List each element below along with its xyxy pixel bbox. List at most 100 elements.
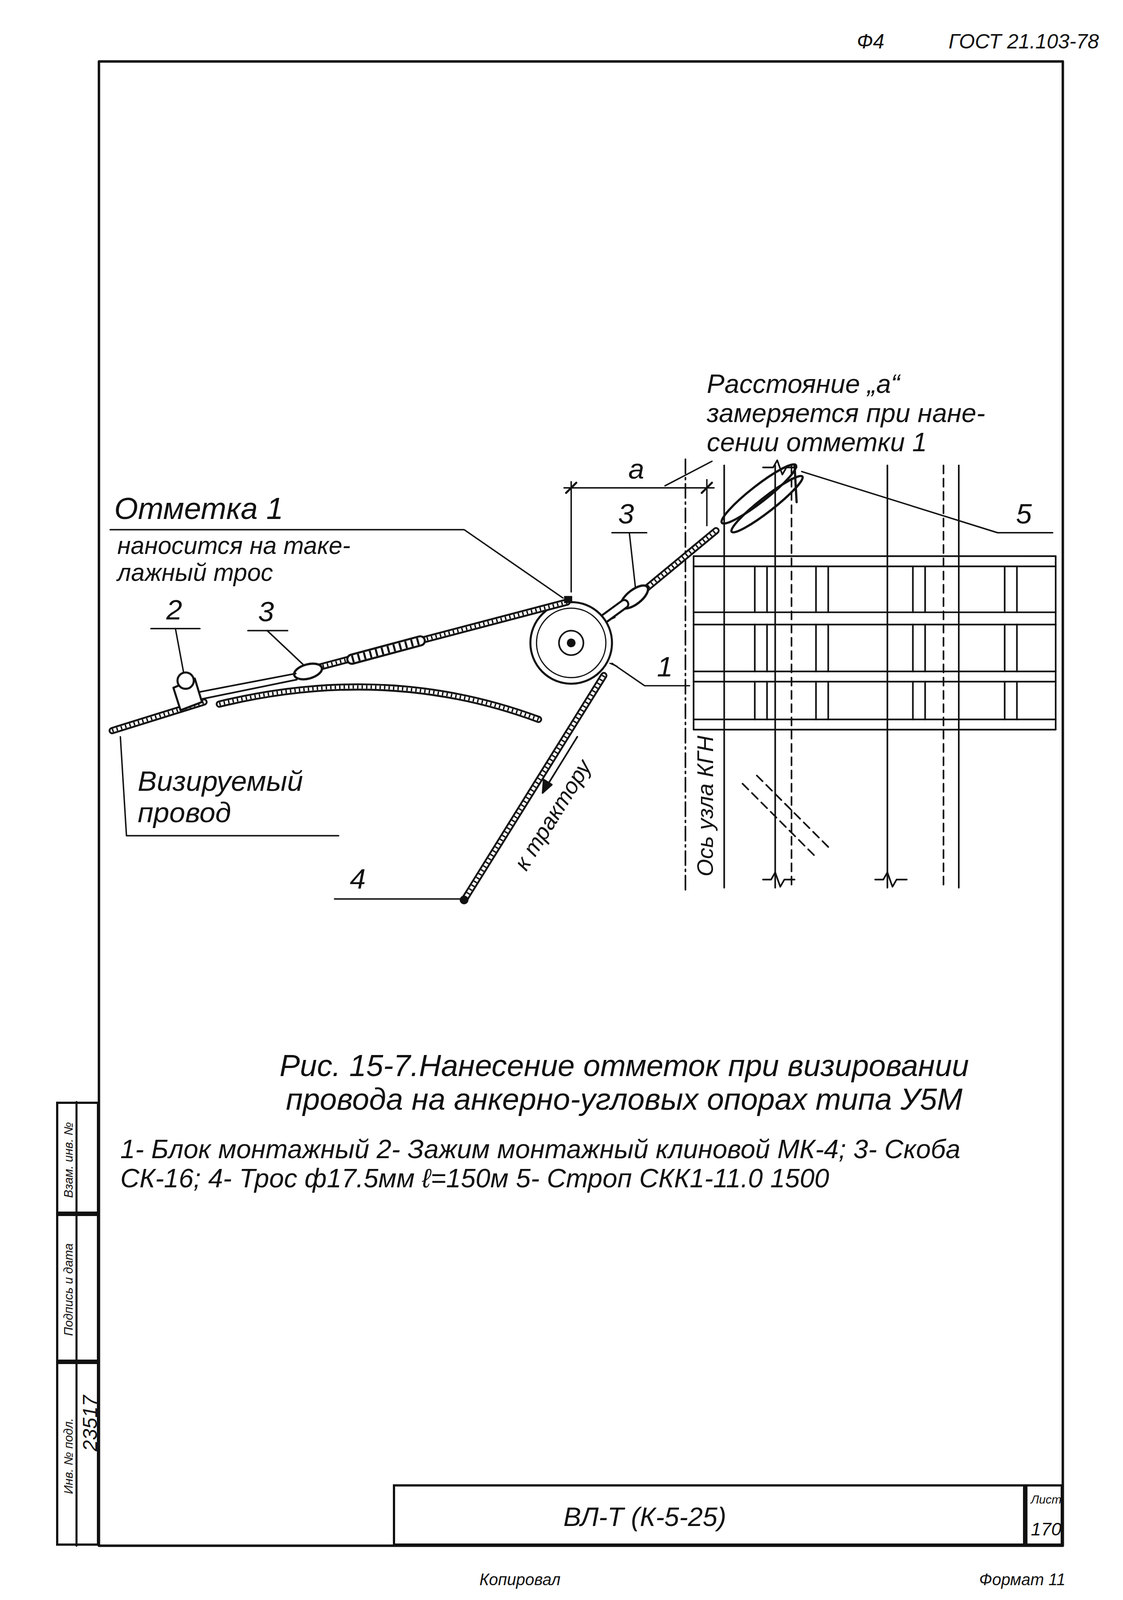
conductor-slack-hatch xyxy=(219,686,539,719)
callout-number: 2 xyxy=(166,593,183,626)
crossarm-band xyxy=(693,680,1056,683)
callout-number: 4 xyxy=(349,862,366,895)
rope-outline xyxy=(464,675,605,900)
rope-hatch xyxy=(464,675,605,900)
sheet-frame xyxy=(99,61,1063,1546)
tower-member xyxy=(886,465,889,888)
leader-lines xyxy=(110,461,1053,899)
rope-core xyxy=(464,675,605,900)
upper-rope xyxy=(644,530,716,590)
crossarm-edge xyxy=(692,556,695,730)
crossarm-band xyxy=(693,611,1056,614)
arrow-head xyxy=(542,779,552,793)
leader-line xyxy=(334,898,465,900)
block-axle xyxy=(567,639,575,647)
node-axis xyxy=(684,459,687,890)
callout-number: 3 xyxy=(257,595,274,627)
callout-number: 3 xyxy=(618,497,634,530)
axis-label: Ось узла КГН xyxy=(693,733,719,879)
footer-text: Копировал xyxy=(479,1570,561,1589)
note-heading: Отметка 1 xyxy=(114,491,284,526)
stamp-text: Инв. № подл. xyxy=(61,1417,76,1494)
rigging-rope xyxy=(318,601,568,668)
sheet-format-mark: Ф4 xyxy=(856,30,884,53)
stamp-cell: Подпись и дата xyxy=(56,1213,100,1362)
stamp-text: Взам. инв. № xyxy=(61,1122,76,1198)
crossarm-posts xyxy=(754,566,1017,720)
figure-caption: Рис. 15-7.Нанесение отметок при визирова… xyxy=(226,1048,1023,1116)
rope-splice-core xyxy=(352,640,421,660)
crossarm-band xyxy=(693,670,1056,673)
rope-splice xyxy=(352,640,421,660)
clamp-eye xyxy=(177,672,194,689)
leader-line xyxy=(629,532,636,588)
direction-label: к трактору xyxy=(508,753,598,876)
rope-core xyxy=(318,601,568,668)
crossarm-band xyxy=(693,555,1056,558)
sheet-number: 170 xyxy=(1031,1519,1062,1540)
block-ticks xyxy=(607,617,617,666)
rope-outline xyxy=(318,601,568,668)
note-text: Расстояние „а“ замеряется при нане- сени… xyxy=(706,369,1044,457)
tractor-rope-4 xyxy=(460,675,605,904)
conductor-slack xyxy=(219,686,539,719)
break-mark xyxy=(762,872,795,887)
note-text: наносится на таке- лажный трос xyxy=(117,532,363,587)
stamp-divider xyxy=(75,1101,78,1546)
standard-reference: ГОСТ 21.103-78 xyxy=(948,30,1099,53)
dimension-line xyxy=(564,487,714,489)
leader-line xyxy=(665,461,713,486)
mark-1-point xyxy=(564,596,573,604)
rope-hatch xyxy=(644,530,716,590)
leader-line xyxy=(175,628,184,673)
stamp-cell: Взам. инв. № xyxy=(56,1101,100,1214)
leader-line xyxy=(110,529,564,598)
leader-line xyxy=(612,663,690,686)
stamp-text: Подпись и дата xyxy=(61,1243,76,1336)
brace-member xyxy=(757,775,831,849)
rope-core xyxy=(644,530,716,590)
inventory-number: 23517 xyxy=(78,1394,102,1451)
sheet-heading: Лист xyxy=(1030,1492,1062,1507)
tower-member xyxy=(957,465,960,888)
block-sheave xyxy=(530,601,613,684)
part-label: Визируемый провод xyxy=(137,765,353,828)
rope-end xyxy=(460,896,468,904)
tower-member xyxy=(774,465,777,888)
tower-structure xyxy=(685,459,1056,890)
conductor-slack-core xyxy=(219,686,539,719)
dimension-label: а xyxy=(628,452,645,485)
sling-5 xyxy=(716,458,807,538)
parts-list: 1- Блок монтажный 2- Зажим монтажный кли… xyxy=(120,1134,1039,1193)
dimension-extension xyxy=(570,481,572,592)
block-groove xyxy=(536,608,606,678)
crossarm-edge xyxy=(1054,556,1057,730)
break-mark xyxy=(874,872,907,887)
title-block-cell: ВЛ-Т (К-5-25) xyxy=(392,1484,1026,1546)
document-code: ВЛ-Т (К-5-25) xyxy=(563,1502,727,1532)
leader-line xyxy=(801,471,1053,533)
leader-line xyxy=(267,630,304,665)
callout-number: 5 xyxy=(1015,497,1032,530)
crossarm-band xyxy=(693,565,1056,568)
rope-splice-cross xyxy=(352,640,421,660)
crossarm-band xyxy=(693,728,1056,731)
tower-member xyxy=(723,465,726,888)
hidden-member xyxy=(942,465,945,888)
block-hub xyxy=(558,630,584,656)
callout-number: 1 xyxy=(657,650,673,683)
rope-outline xyxy=(644,530,716,590)
wedge-clamp-2 xyxy=(173,672,203,710)
crossarm-band xyxy=(693,623,1056,626)
stamp-cell: Инв. № подл.23517 xyxy=(56,1361,100,1546)
hidden-member xyxy=(790,465,793,888)
crossarm-band xyxy=(693,718,1056,721)
footer-text: Формат 11 xyxy=(979,1570,1066,1589)
mounting-block-1 xyxy=(530,601,618,684)
rope-hatch xyxy=(318,601,568,668)
brace-member xyxy=(742,783,817,858)
sling-bolt xyxy=(794,465,797,503)
break-mark xyxy=(762,460,797,475)
title-block-cell: Лист 170 xyxy=(1025,1484,1063,1546)
